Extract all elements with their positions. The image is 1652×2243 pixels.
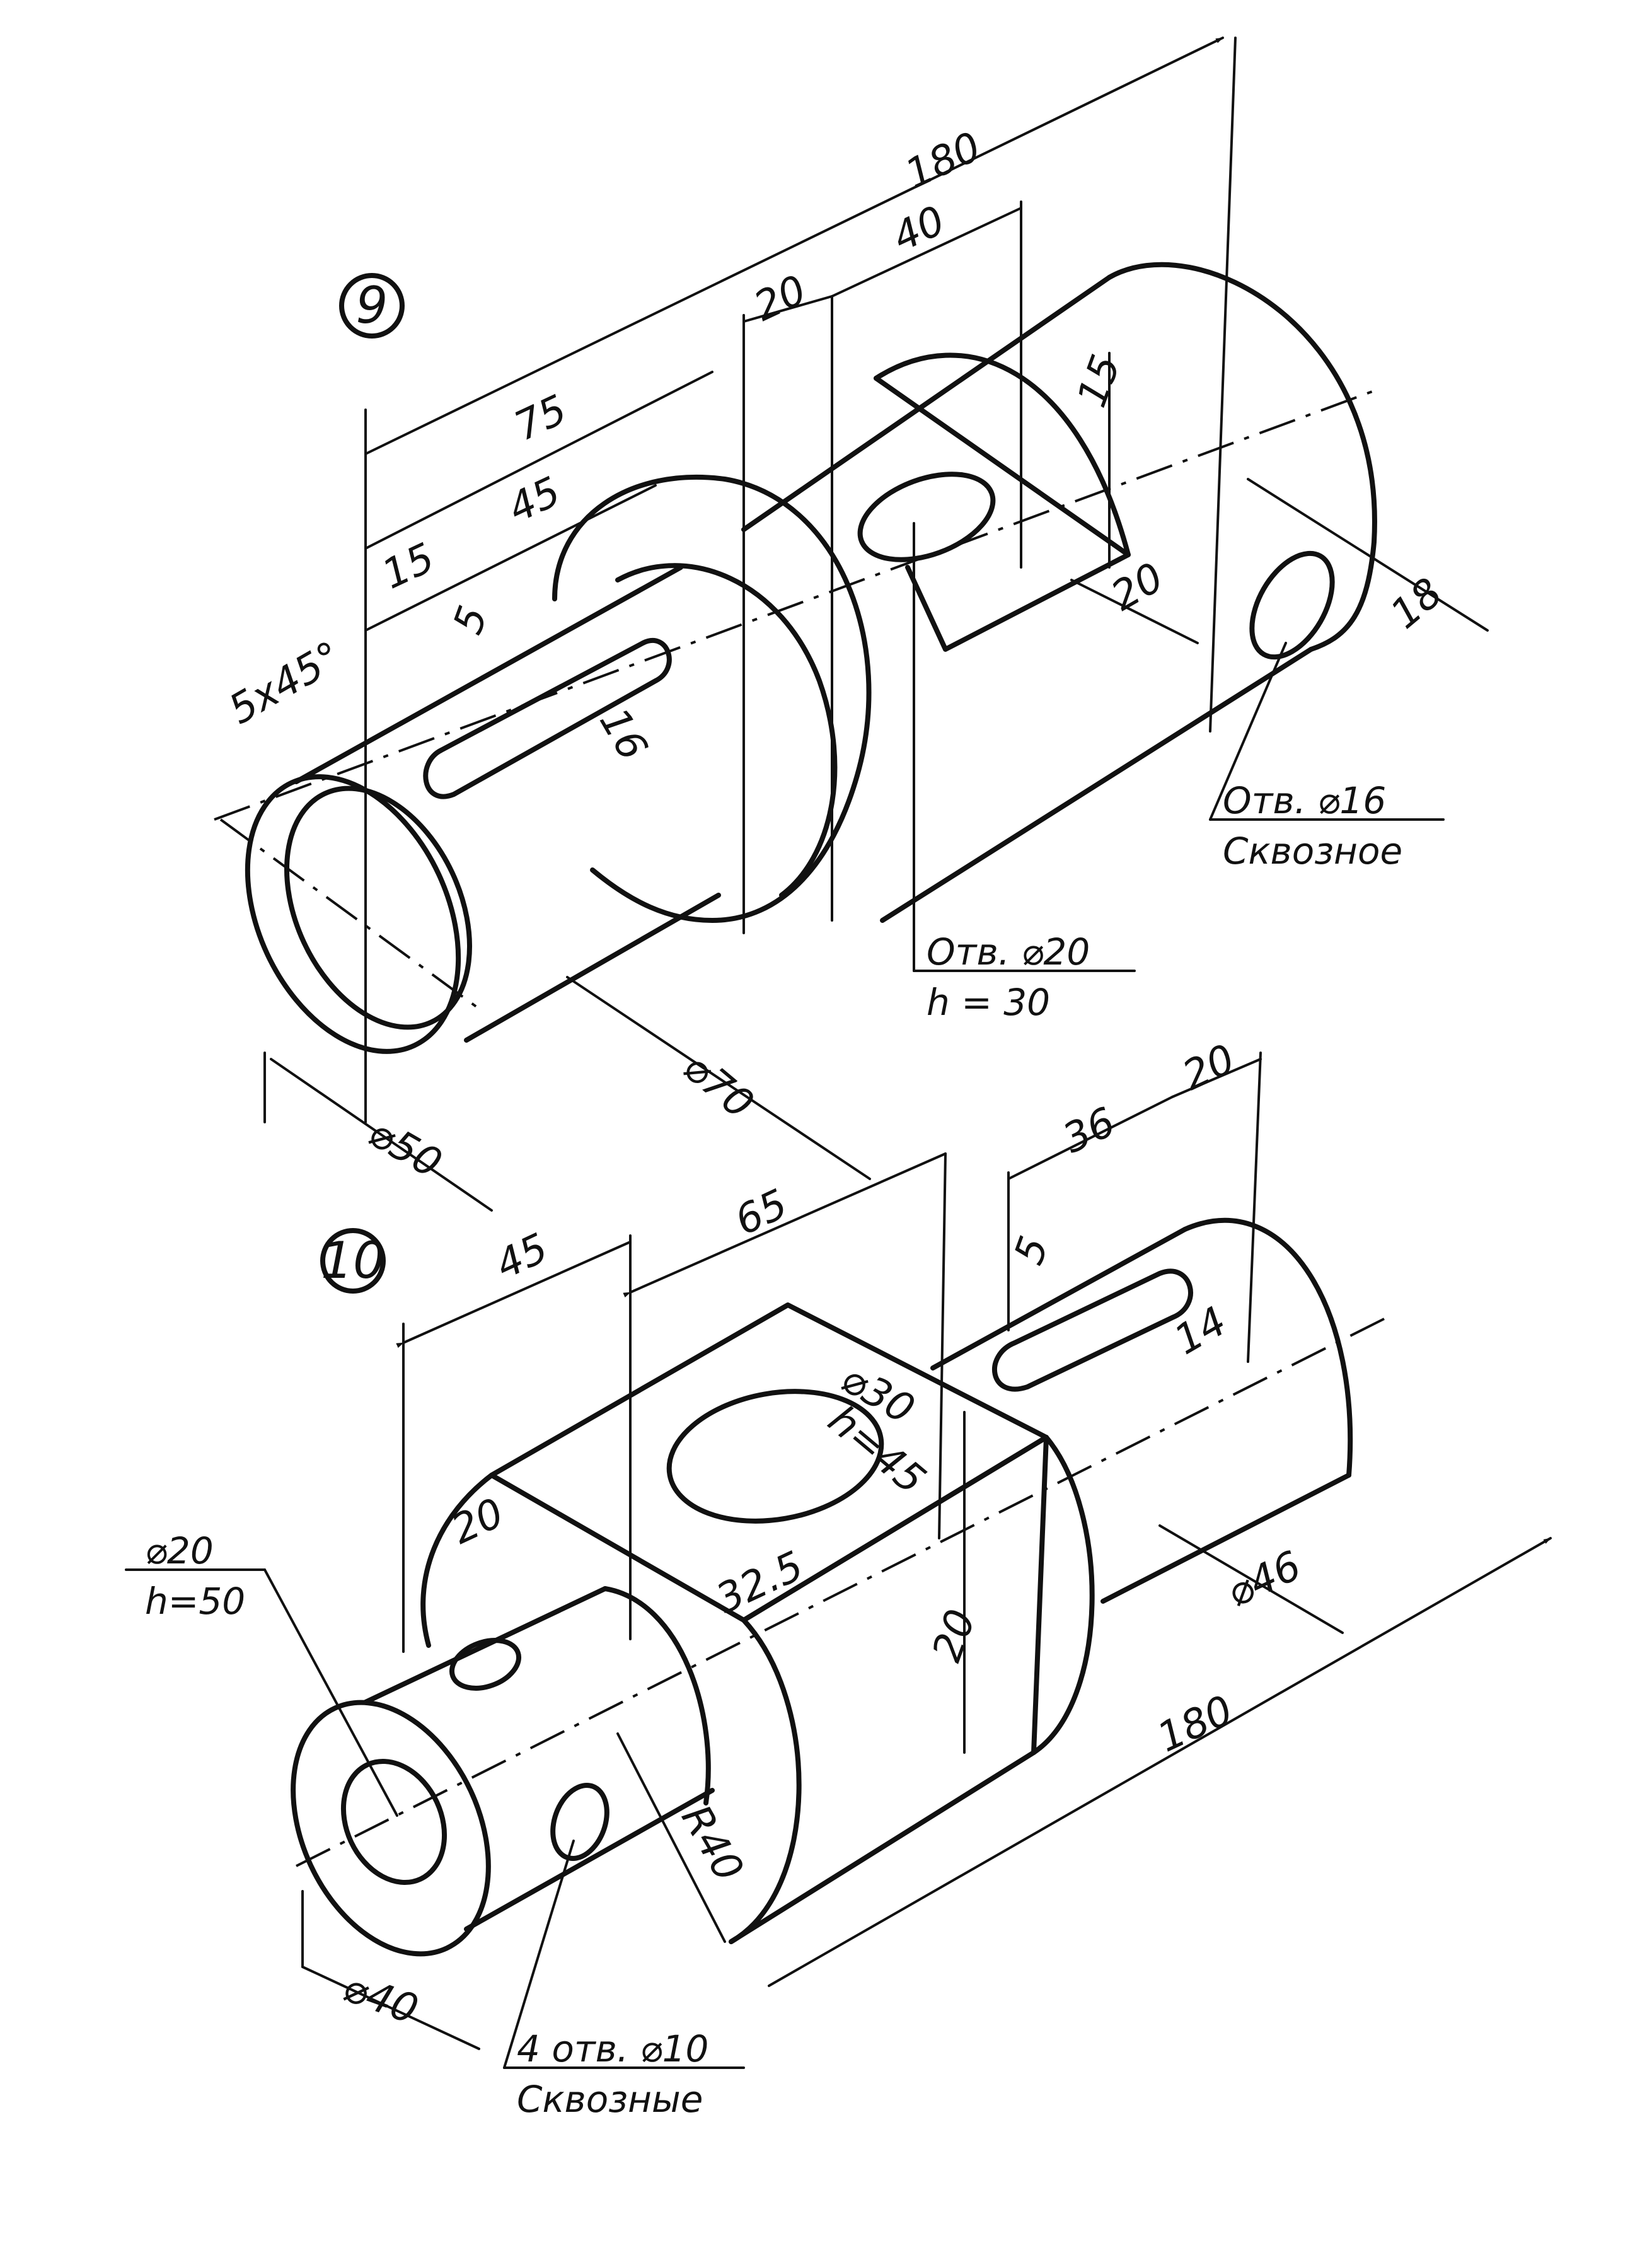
fig10-dim-20-line: [1171, 1058, 1262, 1098]
fig10-right-cylinder-top: [930, 1227, 1187, 1371]
fig10-note2-line2: Сквозные: [517, 2078, 703, 2121]
fig9-cut-arc: [874, 352, 1131, 557]
fig10-left-cylinder-top: [363, 1586, 608, 1705]
fig10-radial-hole-top: [449, 1638, 522, 1691]
fig10-block-arc-front: [729, 1618, 802, 1944]
fig10-dim-r40: R40: [672, 1797, 752, 1889]
fig9-dim-75: 75: [507, 386, 574, 450]
fig9-right-cylinder-top: [741, 275, 1112, 532]
fig10-dim-36-line: [1007, 1096, 1174, 1180]
fig9-note1-line1: Отв. ⌀16: [1223, 779, 1386, 822]
fig9-left-end-outer: [245, 774, 461, 1054]
figure-10-label-circle: [320, 1228, 386, 1294]
fig9-hole-d20: [857, 472, 996, 562]
fig10-flange-curve: [603, 1586, 711, 1805]
fig9-dim-d70-line: [566, 976, 871, 1180]
fig10-right-cylinder-end: [1182, 1218, 1353, 1478]
fig9-right-cylinder-bottom: [880, 647, 1314, 923]
fig10-right-cylinder-bottom: [1100, 1473, 1351, 1604]
fig9-dim-20: 20: [747, 267, 813, 330]
fig9-collar: [552, 474, 872, 923]
fig10-dim-d40: ⌀40: [337, 1964, 424, 2034]
fig10-left-end-outer: [291, 1700, 491, 1957]
fig10-dim-r40-line: [616, 1732, 726, 1943]
figure-9-label-circle: [339, 273, 405, 339]
fig10-note2-leader: [503, 1840, 575, 2069]
fig10-dim-20b: 20: [444, 1490, 511, 1553]
fig10-block-arc-right: [1031, 1435, 1095, 1755]
fig10-note1-line1: ⌀20: [145, 1529, 214, 1572]
fig10-block-arc-left: [420, 1473, 494, 1648]
fig9-dim-45-line: [364, 484, 657, 632]
fig9-dim-180-line: [364, 37, 1224, 455]
fig9-dim-15: 15: [375, 535, 441, 598]
fig10-ext-5: [1247, 1052, 1262, 1363]
figure-9: 9: [214, 37, 1489, 1212]
fig10-ext-3: [938, 1152, 947, 1539]
fig10-keyway: [992, 1268, 1193, 1392]
fig10-dim-5: 5: [1005, 1231, 1058, 1271]
fig10-left-cylinder-bottom: [464, 1788, 715, 1932]
fig9-dim-40-line: [831, 207, 1022, 298]
fig9-dim-5: 5: [444, 600, 497, 640]
fig10-note1-leader: [263, 1568, 398, 1817]
fig9-collar-inner: [615, 563, 838, 898]
fig10-dim-45-line: [396, 1241, 632, 1348]
fig9-note1-leader: [1209, 642, 1287, 821]
fig9-dim-20-line: [742, 295, 833, 323]
fig9-left-cylinder-bottom: [464, 893, 721, 1043]
fig9-dim-180: 180: [898, 124, 988, 199]
fig9-dim-chamfer: 5x45°: [221, 633, 349, 734]
fig9-note2-line1: Отв. ⌀20: [927, 930, 1090, 973]
fig10-note1-line2: h=50: [145, 1580, 245, 1623]
fig10-dim-14: 14: [1167, 1298, 1235, 1364]
figure-9-label: 9: [356, 276, 388, 335]
fig9-note1-line2: Сквозное: [1223, 830, 1402, 872]
fig10-hole-d30: [666, 1389, 884, 1524]
fig9-dim-18-line: [1247, 478, 1489, 632]
fig10-dim-d40-line: [301, 1966, 480, 2050]
fig9-main-axis: [214, 390, 1375, 821]
figure-10: 10: [125, 1036, 1552, 2121]
fig10-radial-hole-side: [550, 1782, 609, 1862]
fig9-right-cylinder-end: [1107, 262, 1377, 652]
figure-10-label: 10: [321, 1231, 385, 1290]
fig9-dim-45: 45: [501, 468, 567, 532]
fig9-dim-d50: ⌀50: [361, 1110, 449, 1188]
fig9-end-axis: [219, 818, 480, 1010]
fig9-dim-d50-line: [270, 1058, 493, 1212]
fig9-ext-5: [1209, 37, 1237, 733]
fig10-dim-36: 36: [1056, 1099, 1122, 1162]
fig10-dim-65: 65: [728, 1181, 794, 1244]
fig9-dim-20b-line: [1070, 579, 1199, 644]
fig10-note2-line1: 4 отв. ⌀10: [517, 2027, 708, 2070]
fig10-dim-d46-line: [1158, 1524, 1344, 1634]
fig9-left-cylinder-top: [294, 565, 683, 784]
fig9-keyway: [423, 638, 672, 799]
fig9-dim-75-line: [364, 371, 713, 550]
fig10-left-end-bore: [340, 1758, 448, 1886]
fig10-dim-180: 180: [1150, 1687, 1240, 1762]
fig9-dim-40: 40: [886, 197, 952, 261]
fig9-left-end-inner: [284, 785, 473, 1030]
fig9-hole-d16: [1249, 550, 1335, 660]
fig9-flat-cut: [874, 376, 1131, 652]
fig10-main-axis: [296, 1316, 1387, 1867]
fig10-dim-20v: 20: [923, 1604, 985, 1668]
fig10-block-front: [729, 1435, 1049, 1944]
fig10-dim-180-line: [768, 1537, 1552, 1987]
fig9-dim-15b: 15: [1068, 349, 1129, 414]
fig9-note2-line2: h = 30: [927, 981, 1050, 1024]
fig10-dim-65-line: [623, 1152, 947, 1298]
fig9-dim-18: 18: [1382, 569, 1452, 638]
